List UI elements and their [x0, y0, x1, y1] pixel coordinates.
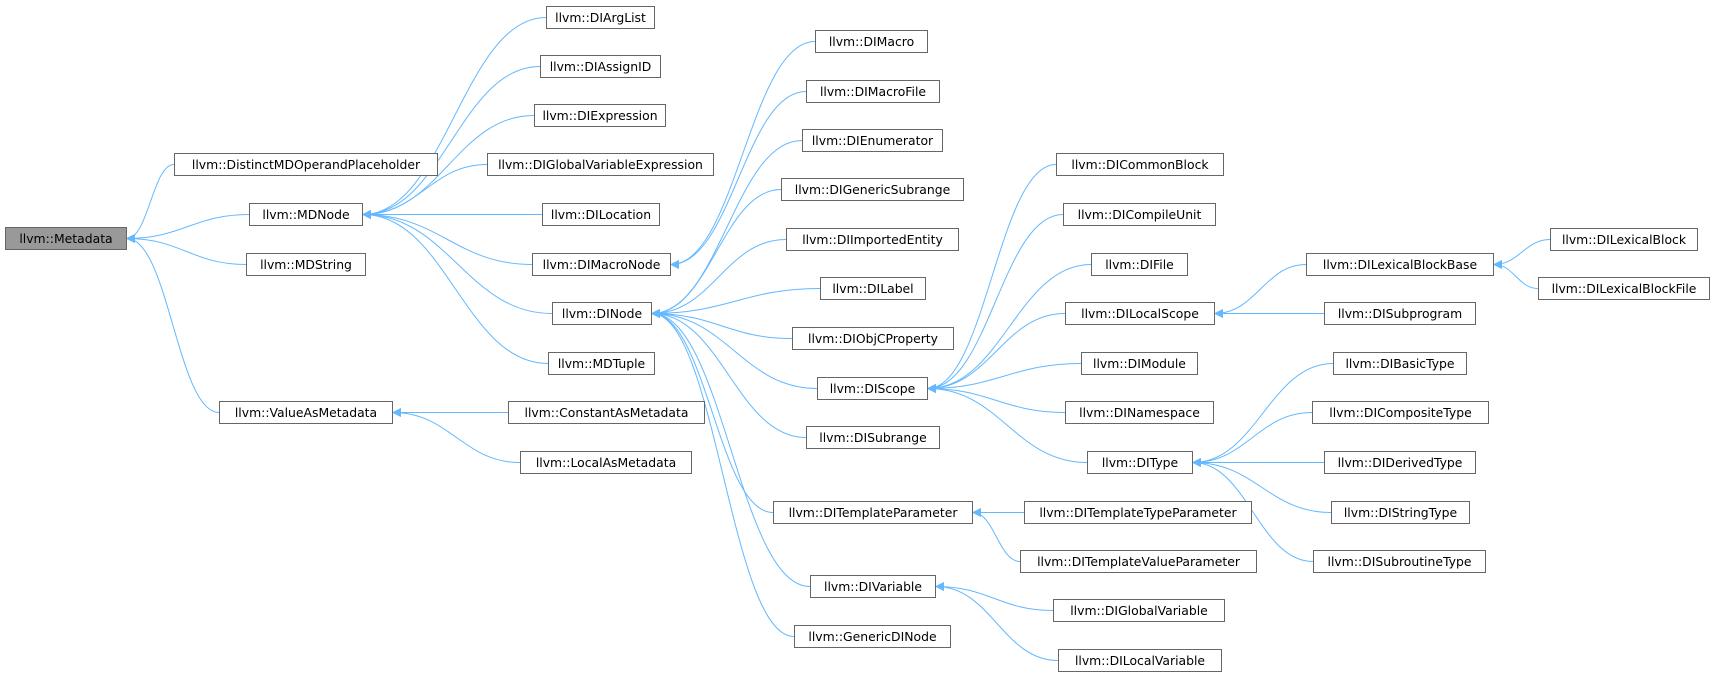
- edge-local-as-metadata-to-value-as-metadata: [392, 408, 521, 463]
- edge-di-global-variable-expression-to-md-node: [362, 164, 488, 219]
- edge-di-imported-entity-to-di-node: [651, 239, 787, 318]
- class-node-di-subprogram[interactable]: llvm::DISubprogram: [1324, 302, 1476, 325]
- class-node-di-composite-type[interactable]: llvm::DICompositeType: [1312, 401, 1489, 424]
- class-node-generic-di-node[interactable]: llvm::GenericDINode: [794, 625, 951, 648]
- edge-md-node-to-metadata: [126, 214, 250, 243]
- edge-di-basic-type-to-di-type: [1192, 363, 1334, 467]
- class-node-md-string[interactable]: llvm::MDString: [246, 253, 366, 276]
- class-node-di-template-type-parameter[interactable]: llvm::DITemplateTypeParameter: [1024, 501, 1252, 524]
- class-node-local-as-metadata[interactable]: llvm::LocalAsMetadata: [520, 451, 692, 474]
- class-node-di-lexical-block-base[interactable]: llvm::DILexicalBlockBase: [1306, 253, 1494, 276]
- edge-di-arg-list-to-md-node: [362, 17, 547, 219]
- class-node-di-template-value-parameter[interactable]: llvm::DITemplateValueParameter: [1020, 550, 1257, 573]
- edge-di-common-block-to-di-scope: [927, 164, 1057, 393]
- class-node-di-obj-c-property[interactable]: llvm::DIObjCProperty: [792, 327, 954, 350]
- class-node-di-lexical-block-file[interactable]: llvm::DILexicalBlockFile: [1538, 277, 1710, 300]
- class-node-di-local-variable[interactable]: llvm::DILocalVariable: [1058, 649, 1222, 672]
- edge-di-lexical-block-to-di-lexical-block-base: [1493, 239, 1551, 269]
- class-node-di-arg-list[interactable]: llvm::DIArgList: [546, 6, 655, 29]
- edge-di-macro-node-to-md-node: [362, 210, 533, 265]
- class-node-md-node[interactable]: llvm::MDNode: [249, 203, 363, 226]
- class-node-di-basic-type[interactable]: llvm::DIBasicType: [1333, 352, 1467, 375]
- edge-di-subrange-to-di-node: [651, 309, 807, 438]
- edge-di-global-variable-to-di-variable: [935, 582, 1054, 611]
- edge-di-compile-unit-to-di-scope: [927, 214, 1064, 393]
- edge-value-as-metadata-to-metadata: [126, 234, 220, 413]
- edge-di-macro-to-di-macro-node: [670, 41, 816, 269]
- class-node-di-macro-node[interactable]: llvm::DIMacroNode: [532, 253, 671, 276]
- class-node-metadata: llvm::Metadata: [5, 227, 127, 250]
- class-node-di-global-variable-expression[interactable]: llvm::DIGlobalVariableExpression: [487, 153, 714, 176]
- edge-di-subroutine-type-to-di-type: [1192, 458, 1314, 562]
- edge-distinct-md-operand-placeholder-to-metadata: [126, 164, 175, 243]
- edge-di-template-parameter-to-di-node: [651, 309, 774, 513]
- class-node-di-variable[interactable]: llvm::DIVariable: [810, 575, 936, 598]
- edge-di-lexical-block-file-to-di-lexical-block-base: [1493, 260, 1539, 289]
- edge-di-label-to-di-node: [651, 288, 821, 318]
- class-node-di-type[interactable]: llvm::DIType: [1087, 451, 1193, 474]
- class-node-di-module[interactable]: llvm::DIModule: [1081, 352, 1198, 375]
- edge-di-obj-c-property-to-di-node: [651, 309, 793, 339]
- edge-di-variable-to-di-node: [651, 309, 811, 587]
- class-node-di-node[interactable]: llvm::DINode: [552, 302, 652, 325]
- class-node-di-subroutine-type[interactable]: llvm::DISubroutineType: [1313, 550, 1486, 573]
- edge-di-scope-to-di-node: [651, 309, 818, 389]
- class-node-di-template-parameter[interactable]: llvm::DITemplateParameter: [773, 501, 973, 524]
- edge-generic-di-node-to-di-node: [651, 309, 795, 637]
- edge-md-string-to-metadata: [126, 234, 247, 265]
- edge-di-namespace-to-di-scope: [927, 384, 1066, 413]
- edge-di-file-to-di-scope: [927, 264, 1092, 393]
- class-node-di-namespace[interactable]: llvm::DINamespace: [1065, 401, 1214, 424]
- class-node-di-expression[interactable]: llvm::DIExpression: [534, 104, 666, 127]
- edge-di-string-type-to-di-type: [1192, 458, 1332, 513]
- class-node-di-common-block[interactable]: llvm::DICommonBlock: [1056, 153, 1224, 176]
- class-node-di-string-type[interactable]: llvm::DIStringType: [1331, 501, 1470, 524]
- class-node-distinct-md-operand-placeholder[interactable]: llvm::DistinctMDOperandPlaceholder: [174, 153, 438, 176]
- edge-di-assign-id-to-md-node: [362, 66, 541, 219]
- edge-di-type-to-di-scope: [927, 384, 1088, 463]
- class-node-di-lexical-block[interactable]: llvm::DILexicalBlock: [1550, 228, 1698, 251]
- class-node-di-subrange[interactable]: llvm::DISubrange: [806, 426, 940, 449]
- class-node-di-enumerator[interactable]: llvm::DIEnumerator: [802, 129, 943, 152]
- edge-di-macro-file-to-di-macro-node: [670, 91, 807, 269]
- class-node-di-location[interactable]: llvm::DILocation: [542, 203, 660, 226]
- class-node-di-global-variable[interactable]: llvm::DIGlobalVariable: [1053, 599, 1225, 622]
- class-node-di-label[interactable]: llvm::DILabel: [820, 277, 926, 300]
- edge-di-generic-subrange-to-di-node: [651, 189, 782, 318]
- class-node-di-generic-subrange[interactable]: llvm::DIGenericSubrange: [781, 178, 964, 201]
- class-node-di-compile-unit[interactable]: llvm::DICompileUnit: [1063, 203, 1216, 226]
- edge-di-module-to-di-scope: [927, 363, 1082, 393]
- edge-md-tuple-to-md-node: [362, 210, 549, 364]
- class-node-di-derived-type[interactable]: llvm::DIDerivedType: [1324, 451, 1476, 474]
- class-node-md-tuple[interactable]: llvm::MDTuple: [548, 352, 655, 375]
- class-node-di-macro[interactable]: llvm::DIMacro: [815, 30, 928, 53]
- edge-di-lexical-block-base-to-di-local-scope: [1214, 264, 1307, 318]
- edge-di-local-variable-to-di-variable: [935, 582, 1059, 661]
- edge-di-node-to-md-node: [362, 210, 553, 314]
- class-node-di-local-scope[interactable]: llvm::DILocalScope: [1065, 302, 1215, 325]
- class-node-di-macro-file[interactable]: llvm::DIMacroFile: [806, 80, 940, 103]
- edge-di-composite-type-to-di-type: [1192, 412, 1313, 467]
- class-node-di-assign-id[interactable]: llvm::DIAssignID: [540, 55, 661, 78]
- class-node-constant-as-metadata[interactable]: llvm::ConstantAsMetadata: [508, 401, 705, 424]
- class-node-di-file[interactable]: llvm::DIFile: [1091, 253, 1188, 276]
- edge-di-template-value-parameter-to-di-template-parameter: [972, 508, 1021, 562]
- class-node-di-scope[interactable]: llvm::DIScope: [817, 377, 928, 400]
- class-node-di-imported-entity[interactable]: llvm::DIImportedEntity: [786, 228, 959, 251]
- edge-di-local-scope-to-di-scope: [927, 313, 1066, 393]
- class-node-value-as-metadata[interactable]: llvm::ValueAsMetadata: [219, 401, 393, 424]
